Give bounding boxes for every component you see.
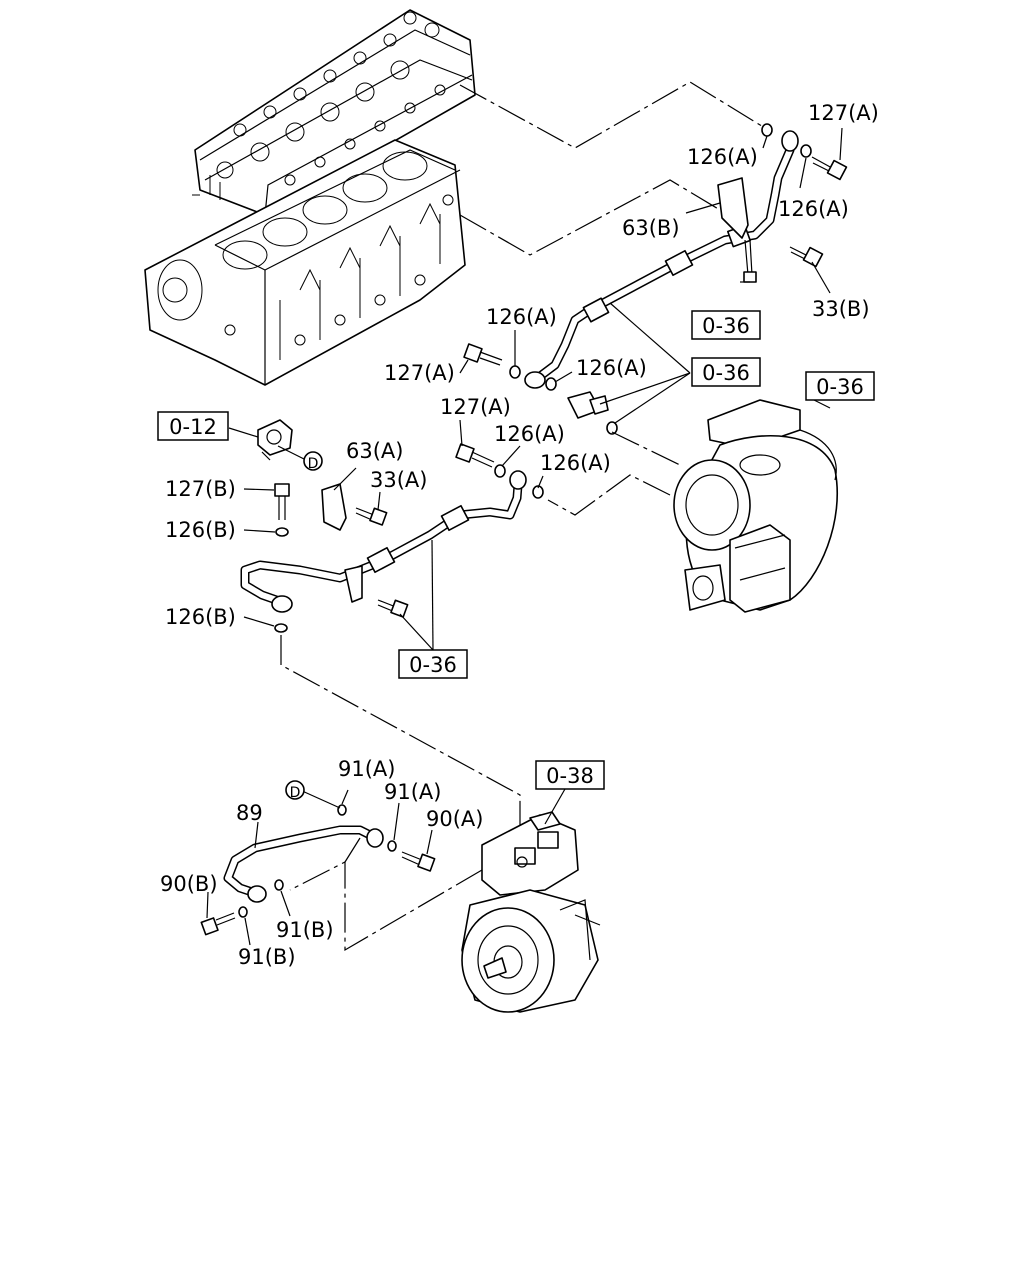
washer-126a-low2: [532, 485, 544, 499]
callout-labels: 127(A) 126(A) 126(A) 63(B) 33(B) 126(A) …: [160, 101, 879, 969]
callout-127b: 127(B): [165, 477, 236, 501]
bolt-90a: [401, 851, 436, 872]
banjo-fitting-lower: [509, 470, 527, 490]
svg-text:0-38: 0-38: [546, 764, 594, 788]
callout-63b: 63(B): [622, 216, 680, 240]
callout-33b: 33(B): [812, 297, 870, 321]
banjo-fitting-top: [781, 130, 799, 152]
svg-text:0-36: 0-36: [702, 314, 750, 338]
washer-91b-1: [274, 879, 284, 891]
bolt-33b: [789, 246, 824, 268]
bolt-lower-bracket: [377, 599, 409, 618]
callout-127a-mid: 127(A): [384, 361, 455, 385]
callout-90b: 90(B): [160, 872, 218, 896]
callout-126a-mid2: 126(A): [576, 356, 647, 380]
callout-126a-top: 126(A): [687, 145, 758, 169]
washer-126a-mid: [509, 365, 521, 379]
washer-126a-low: [494, 464, 506, 478]
ref-box-0-36-a[interactable]: 0-36: [691, 310, 761, 340]
callout-126a-mid: 126(A): [486, 305, 557, 329]
ref-box-0-36-c[interactable]: 0-36: [805, 371, 875, 401]
ref-box-0-36-b[interactable]: 0-36: [691, 357, 761, 387]
cylinder-block: [144, 139, 466, 386]
washer-91a-2: [387, 840, 397, 852]
svg-text:D: D: [290, 785, 301, 801]
callout-91b-2: 91(B): [238, 945, 296, 969]
svg-text:D: D: [308, 456, 319, 472]
compressor-oil-pipe: [223, 825, 377, 898]
washer-126a-top: [761, 123, 773, 137]
bracket-63a: [321, 483, 347, 531]
ref-box-0-38[interactable]: 0-38: [535, 760, 605, 790]
callout-33a: 33(A): [370, 468, 427, 492]
callout-127a-top: 127(A): [808, 101, 879, 125]
oil-return-pipe: [240, 480, 523, 607]
ref-box-0-12[interactable]: 0-12: [157, 411, 229, 441]
bolt-90b: [200, 912, 236, 936]
washer-126a-right: [800, 144, 812, 158]
marker-d-upper: D: [303, 451, 323, 472]
banjo-fitting-left: [271, 595, 293, 613]
bolt-33a: [355, 507, 388, 526]
callout-126a-low2: 126(A): [540, 451, 611, 475]
callout-90a: 90(A): [426, 807, 483, 831]
air-compressor: [461, 811, 601, 1013]
callout-91a-2: 91(A): [384, 780, 441, 804]
callout-63a: 63(A): [346, 439, 403, 463]
bolt-127a-mid: [463, 343, 503, 366]
oil-sensor-fitting: [257, 419, 293, 461]
leader-lines: [206, 127, 843, 946]
cylinder-head: [192, 9, 476, 216]
washer-91a-1: [337, 804, 347, 816]
callout-91b-1: 91(B): [276, 918, 334, 942]
bolt-127a-top: [811, 156, 848, 181]
callout-126a-low: 126(A): [494, 422, 565, 446]
washer-126a-mid2: [545, 377, 557, 391]
ref-box-0-36-d[interactable]: 0-36: [398, 649, 468, 679]
washer-126b-top: [275, 527, 289, 537]
washer-91b-2: [238, 906, 248, 918]
banjo-89-left: [247, 885, 267, 903]
bracket-63b: [717, 177, 749, 239]
callout-126b-bot: 126(B): [165, 605, 236, 629]
banjo-89-right: [366, 828, 384, 848]
turbocharger: [673, 399, 839, 613]
washer-126b-bot: [274, 623, 288, 633]
turbo-oil-union: [567, 391, 609, 419]
callout-91a-1: 91(A): [338, 757, 395, 781]
bolt-127b: [274, 483, 290, 520]
callout-127a-low: 127(A): [440, 395, 511, 419]
banjo-fitting-mid: [524, 371, 546, 389]
svg-text:0-12: 0-12: [169, 415, 217, 439]
callout-89: 89: [236, 801, 263, 825]
bolt-127a-low: [455, 443, 495, 468]
svg-text:0-36: 0-36: [409, 653, 457, 677]
callout-126b-top: 126(B): [165, 518, 236, 542]
callout-126a-right: 126(A): [778, 197, 849, 221]
svg-text:0-36: 0-36: [702, 361, 750, 385]
marker-d-lower: D: [285, 780, 305, 801]
svg-text:0-36: 0-36: [816, 375, 864, 399]
washer-turbo: [606, 421, 618, 435]
